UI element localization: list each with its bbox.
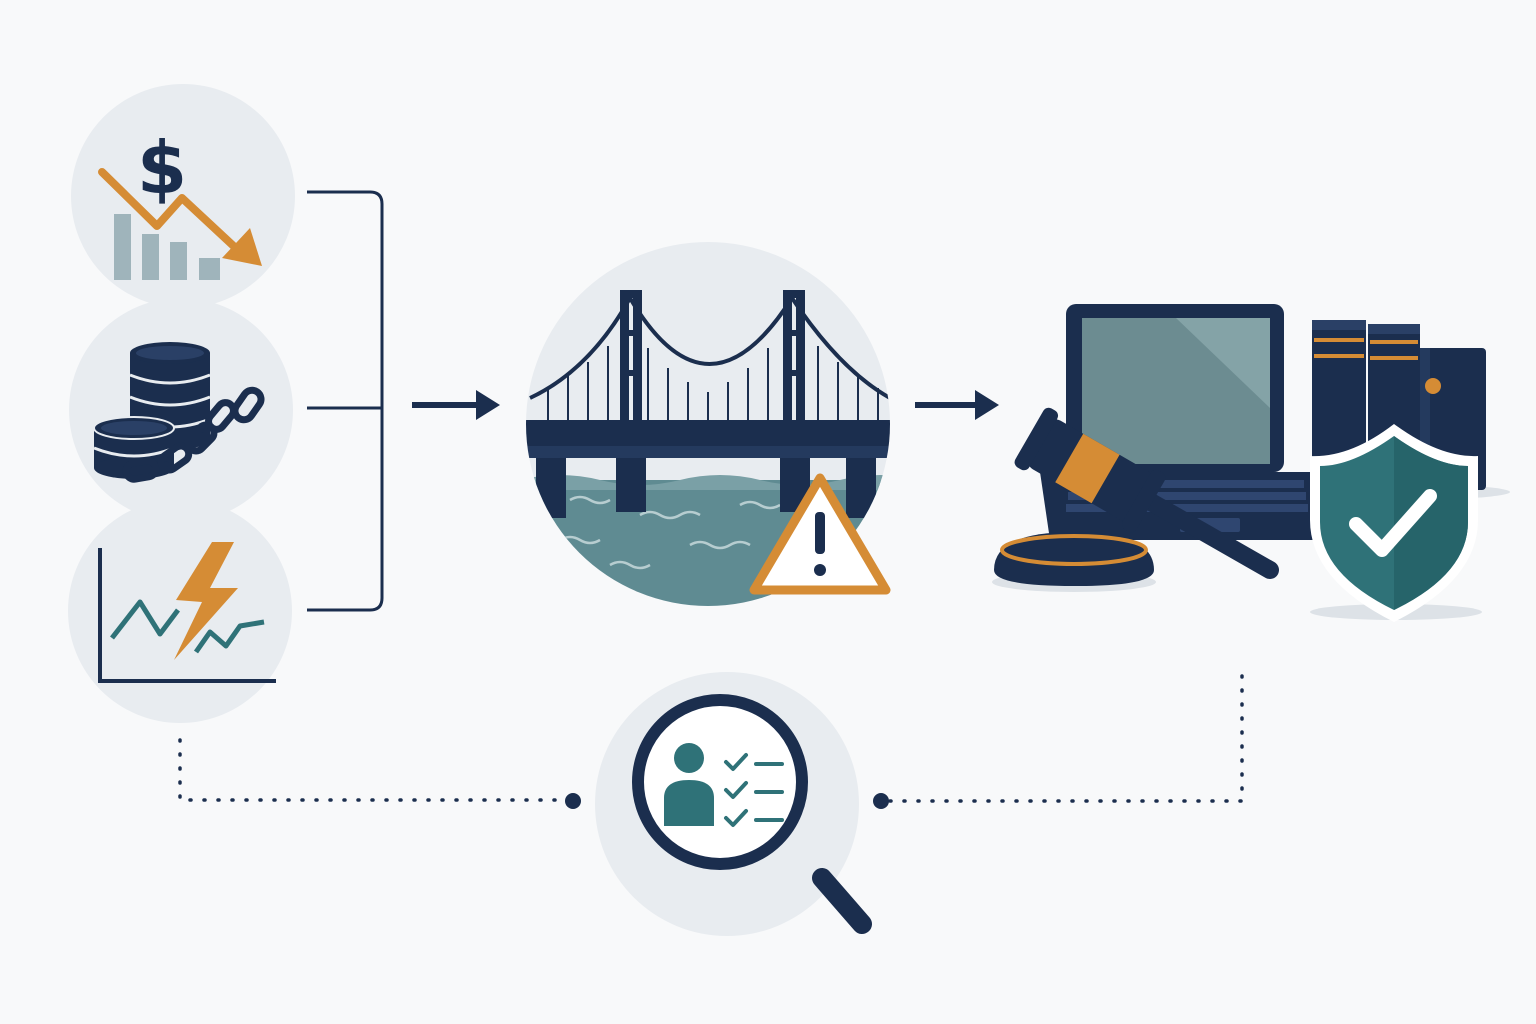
svg-text:$: $: [137, 126, 187, 210]
shield-check-icon: [1310, 424, 1482, 622]
bracket-connector: [307, 190, 384, 612]
dollar-down-trend-icon: $: [98, 126, 262, 280]
magnifier-profile-checklist-icon: [632, 694, 872, 934]
due-diligence-node: [595, 672, 872, 936]
chained-coins-icon: [93, 342, 265, 483]
debt-burden-node: [69, 298, 293, 522]
revenue-decline-node: $: [71, 84, 295, 308]
bridge-risk-node: [526, 242, 891, 606]
arrow-to-legal: [915, 390, 999, 420]
dotted-feedback-left: [178, 738, 581, 809]
market-volatility-node: [68, 499, 292, 723]
laptop-icon: [1040, 304, 1322, 540]
legal-protection-node: [992, 304, 1510, 622]
gavel-icon: [992, 407, 1279, 592]
volatile-chart-lightning-icon: [98, 542, 276, 683]
warning-icon: [749, 473, 891, 595]
arrow-to-bridge: [412, 390, 500, 420]
dotted-feedback-right: [873, 674, 1244, 809]
